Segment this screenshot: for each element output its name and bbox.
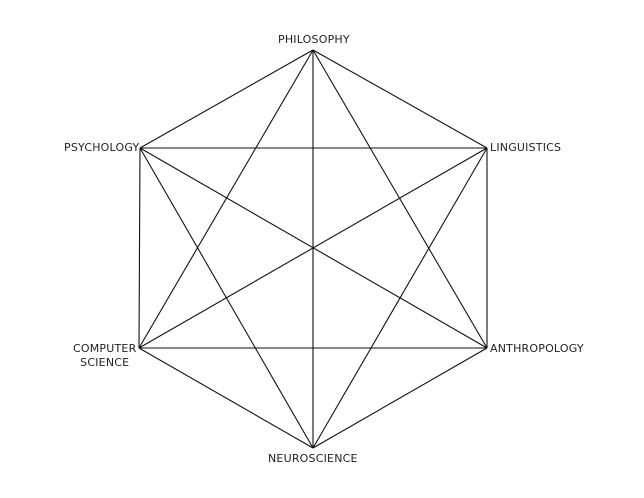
node-label-linguistics: LINGUISTICS bbox=[490, 141, 561, 155]
edge-philosophy-linguistics bbox=[312, 49, 488, 149]
node-label-computer-science: COMPUTER SCIENCE bbox=[73, 342, 136, 370]
edge-philosophy-computer-science bbox=[138, 49, 314, 349]
edge-philosophy-psychology bbox=[139, 49, 314, 149]
node-label-line: ANTHROPOLOGY bbox=[490, 342, 584, 355]
edge-computer-science-psychology bbox=[138, 147, 141, 349]
edge-neuroscience-psychology bbox=[139, 147, 314, 449]
node-label-line: SCIENCE bbox=[80, 356, 130, 369]
edge-philosophy-anthropology bbox=[312, 49, 488, 349]
node-label-line: PSYCHOLOGY bbox=[64, 141, 140, 154]
node-label-line: COMPUTER bbox=[73, 342, 137, 355]
edge-neuroscience-computer-science bbox=[138, 347, 314, 449]
node-label-line: PHILOSOPHY bbox=[278, 33, 350, 46]
node-label-neuroscience: NEUROSCIENCE bbox=[268, 452, 358, 466]
node-label-line: LINGUISTICS bbox=[490, 141, 562, 154]
node-label-line: NEUROSCIENCE bbox=[268, 452, 358, 465]
node-label-philosophy: PHILOSOPHY bbox=[278, 33, 350, 47]
edge-anthropology-neuroscience bbox=[312, 347, 488, 449]
node-label-anthropology: ANTHROPOLOGY bbox=[490, 342, 584, 356]
node-label-psychology: PSYCHOLOGY bbox=[64, 141, 139, 155]
edge-anthropology-psychology bbox=[139, 147, 488, 349]
